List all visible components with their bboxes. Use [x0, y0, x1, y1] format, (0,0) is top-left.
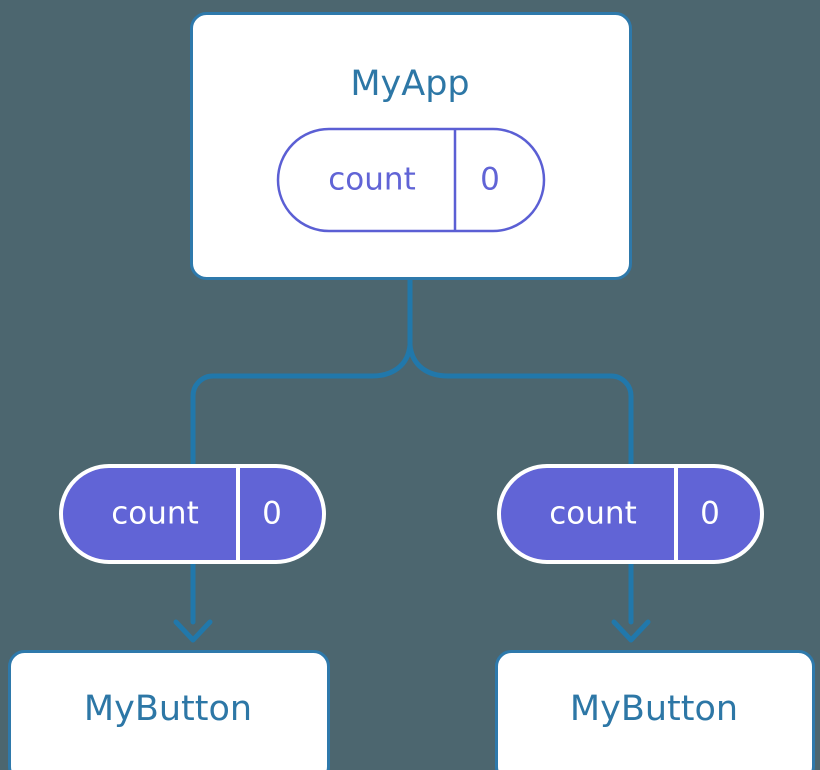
myapp-box[interactable]	[190, 12, 632, 280]
right-prop-pill[interactable]: count 0	[497, 464, 764, 564]
right-prop-value: 0	[700, 496, 720, 532]
connector-fork-right	[407, 342, 614, 379]
mybutton-right-title: MyButton	[570, 689, 738, 729]
mybutton-right-box[interactable]	[495, 650, 815, 770]
connector-group	[173, 277, 651, 643]
component-mybutton-left[interactable]: MyButton	[8, 650, 330, 770]
right-prop-key: count	[549, 496, 636, 532]
myapp-title: MyApp	[350, 64, 469, 104]
arrowhead-right-icon	[611, 619, 651, 643]
connector-branch-left	[190, 373, 216, 625]
connector-branch-right	[608, 373, 634, 625]
myapp-state-pill[interactable]: count 0	[276, 127, 546, 233]
left-prop-key: count	[111, 496, 198, 532]
left-prop-pill[interactable]: count 0	[59, 464, 326, 564]
mybutton-left-box[interactable]	[8, 650, 330, 770]
myapp-state-key: count	[328, 162, 415, 198]
component-myapp[interactable]: MyApp count 0	[190, 12, 632, 280]
component-mybutton-right[interactable]: MyButton	[495, 650, 815, 770]
myapp-state-value: 0	[480, 162, 500, 198]
right-prop-pill-body[interactable]	[497, 464, 764, 564]
mybutton-left-title: MyButton	[84, 689, 252, 729]
arrowhead-left-icon	[173, 619, 213, 643]
myapp-state-pill-outline[interactable]	[276, 127, 546, 233]
left-prop-value: 0	[262, 496, 282, 532]
left-prop-pill-body[interactable]	[59, 464, 326, 564]
